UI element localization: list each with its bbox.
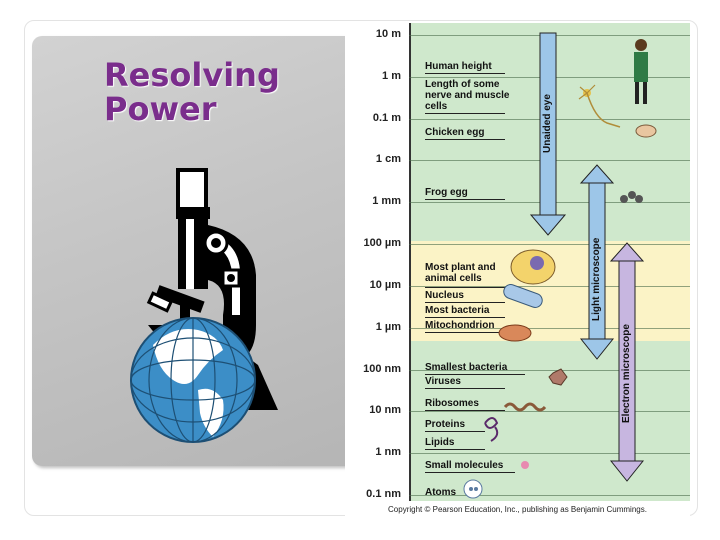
nerve-cell-icon (578, 84, 621, 128)
rule-proteins (425, 431, 485, 432)
scale-tick-label: 100 nm (363, 362, 401, 375)
microscope-globe-illustration (130, 168, 278, 443)
item-nucleus: Nucleus (425, 290, 464, 301)
scale-tick-label: 1 mm (372, 195, 401, 208)
item-human-height: Human height (425, 61, 492, 72)
slide-title: Resolving Power (104, 58, 280, 126)
unaided-eye-arrow (529, 32, 567, 236)
rule-frog-egg (425, 199, 505, 200)
copyright-notice: Copyright © Pearson Education, Inc., pub… (388, 505, 647, 514)
frog-egg-icon (620, 191, 643, 203)
item-mitochondrion: Mitochondrion (425, 320, 495, 331)
rule-chicken-egg (425, 139, 505, 140)
item-proteins: Proteins (425, 419, 466, 430)
protein-icon (484, 417, 499, 442)
item-ribosomes: Ribosomes (425, 398, 479, 409)
scale-tick-label: 1 µm (375, 320, 401, 333)
label-light-microscope: Light microscope (591, 237, 602, 321)
bacterium-icon (503, 284, 543, 308)
rule-most-bacteria (425, 317, 505, 318)
globe-icon (130, 317, 256, 443)
scale-tick-label: 1 m (382, 69, 401, 82)
scale-gridline (409, 411, 690, 413)
scale-axis (409, 23, 411, 501)
label-unaided-eye: Unaided eye (542, 94, 553, 153)
title-line-2: Power (104, 90, 217, 128)
scale-tick-label: 1 nm (375, 446, 401, 459)
item-frog-egg: Frog egg (425, 187, 468, 198)
item-small-molecules: Small molecules (425, 460, 504, 471)
light-microscope-arrow (579, 164, 615, 360)
electron-microscope-arrow (609, 242, 645, 482)
item-lipids: Lipids (425, 437, 455, 448)
scale-tick-label: 0.1 m (372, 111, 401, 124)
item-viruses: Viruses (425, 376, 461, 387)
scale-gridline (409, 453, 690, 455)
rule-lipids (425, 449, 485, 450)
chicken-egg-icon (635, 124, 657, 138)
rule-smallest-bacteria (425, 374, 525, 375)
item-smallest-bacteria: Smallest bacteria (425, 362, 508, 373)
scale-gridline (409, 244, 690, 246)
mitochondrion-icon (498, 324, 532, 342)
rule-ribosomes (425, 410, 505, 411)
item-most-bacteria: Most bacteria (425, 305, 490, 316)
item-plant-animal-cells: Most plant and animal cells (425, 262, 496, 284)
scale-gridline (409, 369, 690, 371)
size-scale-chart: 10 m 1 m 0.1 m 1 cm 1 mm 100 µm 10 µm 1 µm 100 n… (345, 23, 690, 521)
small-molecule-icon (521, 461, 529, 469)
item-chicken-egg: Chicken egg (425, 127, 485, 138)
scale-tick-label: 10 nm (369, 404, 401, 417)
scale-gridline (409, 285, 690, 287)
rule-nerve-muscle (425, 113, 505, 114)
rule-nucleus (425, 302, 505, 303)
scale-tick-label: 10 µm (369, 278, 401, 291)
label-electron-microscope: Electron microscope (621, 324, 632, 423)
scale-gridline (409, 327, 690, 329)
virus-icon (548, 368, 568, 386)
range-arrows (463, 32, 657, 499)
item-nerve-muscle: Length of some nerve and muscle cells (425, 79, 510, 112)
rule-viruses (425, 388, 505, 389)
scale-tick-label: 0.1 nm (366, 488, 401, 500)
ribosome-icon (503, 402, 547, 412)
green-band-bottom (409, 341, 690, 501)
title-line-1: Resolving (104, 56, 280, 94)
scale-tick-label: 100 µm (363, 237, 401, 250)
rule-small-molecules (425, 472, 515, 473)
rule-mitochondrion (425, 332, 505, 333)
item-atoms: Atoms (425, 487, 457, 498)
scale-tick-label: 10 m (375, 28, 401, 40)
rule-human-height (425, 73, 505, 74)
atom-icon (463, 479, 483, 499)
scale-gridline (409, 495, 690, 496)
rule-plant-animal (425, 287, 515, 288)
person-icon (634, 39, 648, 104)
cell-icon (510, 249, 556, 285)
scale-tick-label: 1 cm (375, 153, 401, 166)
